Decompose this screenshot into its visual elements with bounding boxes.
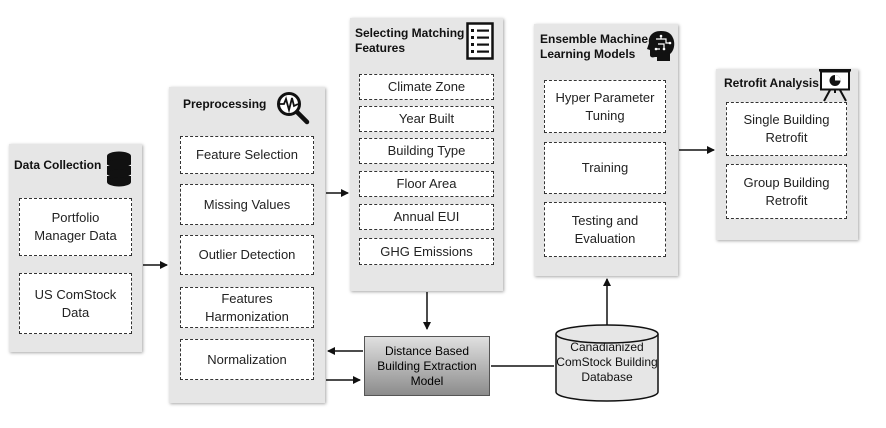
brain-head-icon [647, 31, 675, 61]
canadianized-database-label: Canadianized ComStock Building Database [556, 340, 658, 384]
matching-features-title: Selecting Matching Features [355, 26, 465, 55]
year-built-box: Year Built [359, 106, 494, 132]
normalization-box: Normalization [180, 339, 314, 380]
presentation-chart-icon [819, 69, 851, 102]
training-box: Training [544, 142, 666, 194]
testing-evaluation-box: Testing and Evaluation [544, 202, 666, 257]
annual-eui-box: Annual EUI [359, 204, 494, 230]
distance-based-extraction-model: Distance Based Building Extraction Model [364, 336, 490, 396]
ghg-emissions-box: GHG Emissions [359, 238, 494, 265]
portfolio-manager-data-box: Portfolio Manager Data [19, 198, 132, 256]
building-type-box: Building Type [359, 138, 494, 164]
missing-values-box: Missing Values [180, 184, 314, 225]
outlier-detection-box: Outlier Detection [180, 235, 314, 275]
group-building-retrofit-box: Group Building Retrofit [726, 164, 847, 219]
magnifier-waveform-icon [277, 92, 310, 125]
climate-zone-box: Climate Zone [359, 74, 494, 100]
database-cylinder [555, 324, 659, 402]
preprocessing-title: Preprocessing [183, 97, 267, 111]
database-icon [106, 151, 132, 187]
data-collection-title: Data Collection [14, 158, 102, 172]
ensemble-models-title: Ensemble Machine Learning Models [540, 32, 649, 61]
floor-area-box: Floor Area [359, 171, 494, 197]
features-harmonization-box: Features Harmonization [180, 287, 314, 328]
hyper-parameter-tuning-box: Hyper Parameter Tuning [544, 80, 666, 133]
us-comstock-data-box: US ComStock Data [19, 273, 132, 334]
feature-selection-box: Feature Selection [180, 136, 314, 174]
checklist-icon [466, 22, 494, 60]
retrofit-analysis-title: Retrofit Analysis [724, 76, 819, 90]
single-building-retrofit-box: Single Building Retrofit [726, 102, 847, 156]
